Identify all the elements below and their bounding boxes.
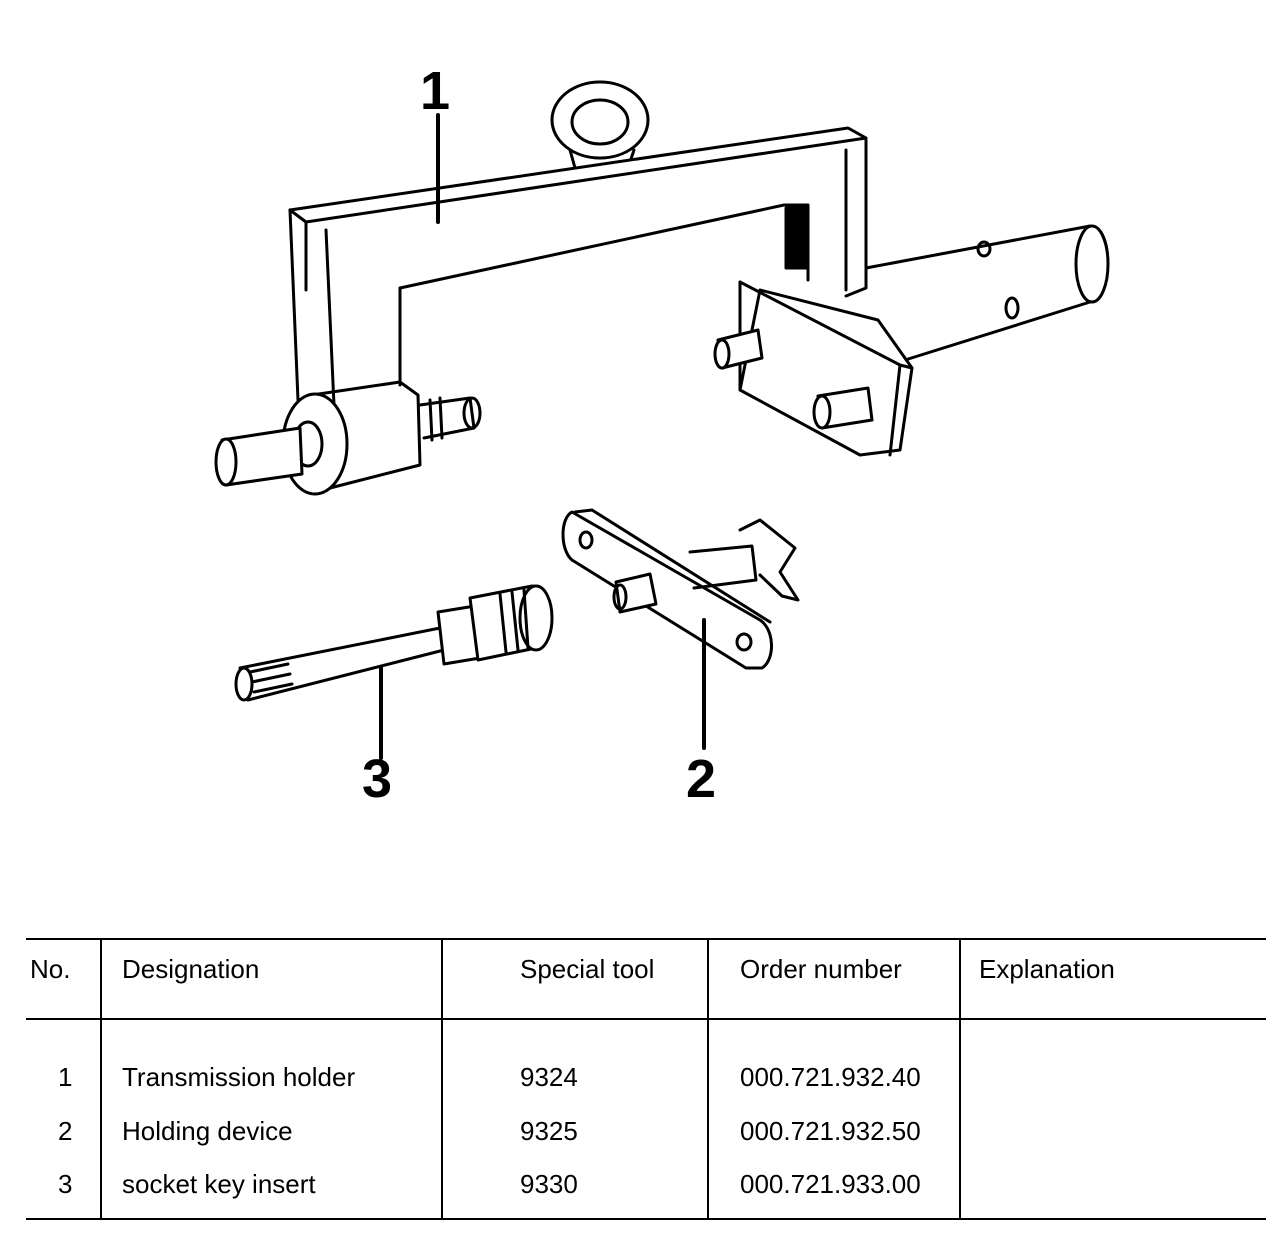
- transmission-holder-drawing: [214, 80, 1110, 496]
- header-explanation: Explanation: [979, 954, 1115, 984]
- row-designation: Holding device: [122, 1116, 293, 1146]
- row-no: 3: [58, 1169, 73, 1199]
- header-no: No.: [30, 954, 71, 984]
- column-divider: [441, 938, 443, 1220]
- lifting-eye-drawing: [550, 80, 650, 170]
- table-header-rule: [26, 1018, 1266, 1020]
- header-order-number: Order number: [740, 954, 902, 984]
- special-tools-table: No. Designation Special tool Order numbe…: [26, 938, 1266, 1220]
- row-order-number: 000.721.933.00: [740, 1169, 921, 1199]
- holding-device-drawing: [561, 508, 800, 750]
- callout-label-3: 3: [362, 749, 393, 809]
- tool-illustration: [214, 80, 1110, 760]
- column-divider: [959, 938, 961, 1220]
- left-hub-drawing: [214, 380, 482, 496]
- callout-label-1: 1: [420, 61, 451, 121]
- column-divider: [100, 938, 102, 1220]
- socket-key-insert-drawing: [234, 584, 554, 760]
- row-order-number: 000.721.932.50: [740, 1116, 921, 1146]
- row-special-tool: 9330: [520, 1169, 578, 1199]
- row-no: 2: [58, 1116, 73, 1146]
- callout-label-2: 2: [686, 749, 717, 809]
- header-designation: Designation: [122, 954, 260, 984]
- right-end-drawing: [713, 224, 1110, 457]
- row-special-tool: 9325: [520, 1116, 578, 1146]
- row-order-number: 000.721.932.40: [740, 1062, 921, 1092]
- header-special-tool: Special tool: [520, 954, 655, 984]
- column-divider: [707, 938, 709, 1220]
- table-bottom-rule: [26, 1218, 1266, 1220]
- row-designation: socket key insert: [122, 1169, 316, 1199]
- row-no: 1: [58, 1062, 73, 1092]
- table-top-rule: [26, 938, 1266, 940]
- row-special-tool: 9324: [520, 1062, 578, 1092]
- row-designation: Transmission holder: [122, 1062, 356, 1092]
